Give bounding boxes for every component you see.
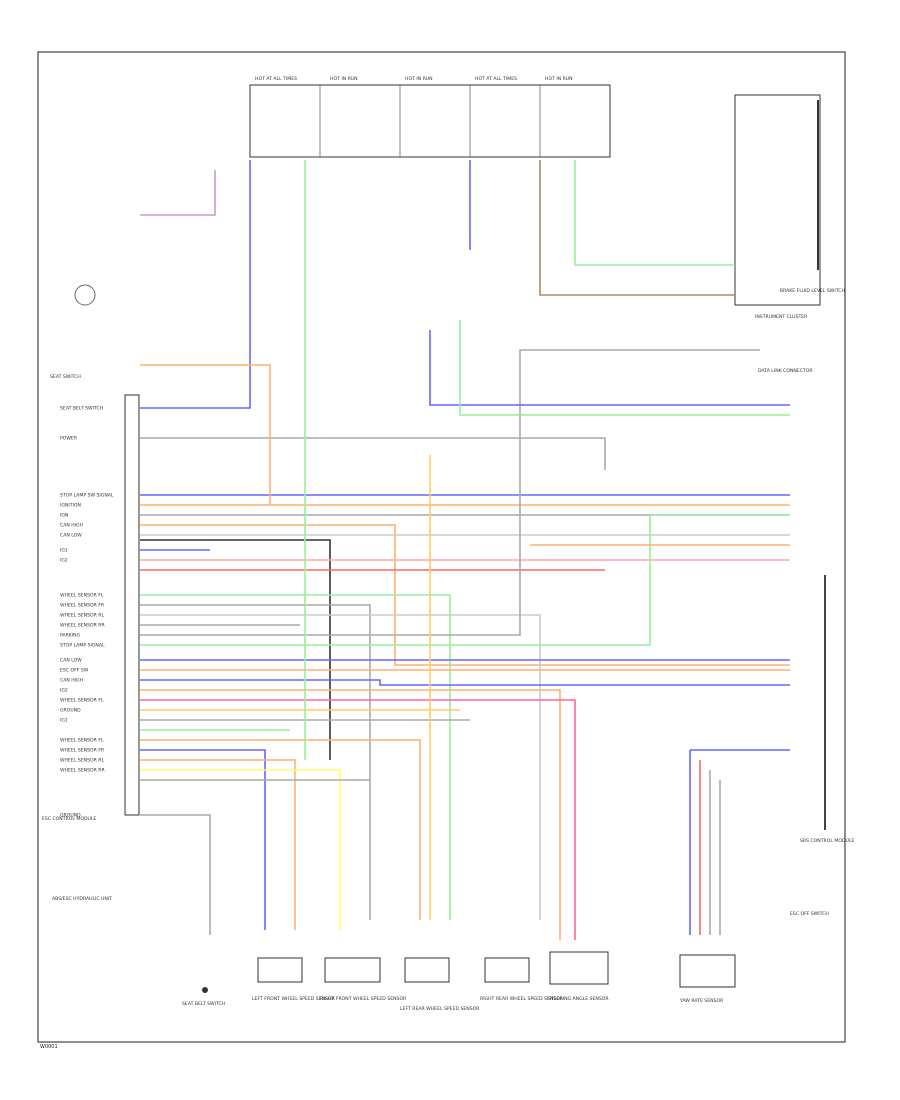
seat-switch-icon <box>74 284 96 306</box>
right-label-srs: SRS CONTROL MODULE <box>800 838 854 844</box>
fuse-block <box>249 84 611 158</box>
bottom-label-steering: STEERING ANGLE SENSOR <box>548 996 609 1002</box>
left-rear-sensor-box <box>404 957 450 983</box>
right-label-esc-off: ESC OFF SWITCH <box>790 911 829 917</box>
steering-angle-sensor-box <box>549 951 609 985</box>
left-pin-label: WHEEL SENSOR FR <box>60 603 105 609</box>
bottom-label-seat-belt-switch: SEAT BELT SWITCH <box>182 1001 225 1007</box>
left-pin-label: WHEEL SENSOR RR <box>60 623 105 629</box>
instrument-cluster-box <box>734 94 821 306</box>
left-front-sensor-box <box>257 957 303 983</box>
left-pin-label: GROUND <box>60 813 81 819</box>
left-pin-label: WHEEL SENSOR FL <box>60 593 104 599</box>
bottom-label-lr-sensor: LEFT REAR WHEEL SPEED SENSOR <box>400 1006 480 1012</box>
right-label-data-link: DATA LINK CONNECTOR <box>758 368 813 374</box>
left-pin-label: ESC OFF SW <box>60 668 89 674</box>
left-pin-label: STOP LAMP SIGNAL <box>60 643 105 649</box>
left-pin-label: WHEEL SENSOR RL <box>60 613 104 619</box>
left-pin-label: POWER <box>60 436 78 442</box>
left-pin-label: CAN LOW <box>60 533 82 539</box>
left-pin-label: IGNITION <box>60 503 81 509</box>
bottom-label-rr-sensor: RIGHT REAR WHEEL SPEED SENSOR <box>480 996 564 1002</box>
left-pin-label: WHEEL SENSOR FR <box>60 748 105 754</box>
esc-module-label: ESC CONTROL MODULE <box>42 816 96 822</box>
right-front-sensor-box <box>324 957 381 983</box>
left-pin-label: CAN LOW <box>60 658 82 664</box>
ground-point <box>202 987 208 993</box>
left-pin-label: IG1 <box>60 718 68 724</box>
left-pin-label: IG1 <box>60 548 68 554</box>
left-pin-label: WHEEL SENSOR FL <box>60 698 104 704</box>
fuse-label-1: HOT AT ALL TIMES <box>255 76 297 82</box>
instrument-cluster-label: INSTRUMENT CLUSTER <box>755 314 808 320</box>
left-pin-label: WHEEL SENSOR RL <box>60 758 104 764</box>
left-pin-label: PARKING <box>60 633 81 639</box>
left-pin-labels: SEAT BELT SWITCH POWER STOP LAMP SW SIGNAL… <box>60 406 114 819</box>
fuse-label-4: HOT AT ALL TIMES <box>475 76 517 82</box>
page-label: W0001 <box>40 1044 58 1050</box>
right-label-brake-fluid: BRAKE FLUID LEVEL SWITCH <box>780 288 845 294</box>
left-pin-label: GROUND <box>60 708 81 714</box>
left-pin-label: IGN <box>60 513 68 519</box>
left-pin-label: WHEEL SENSOR FL <box>60 738 104 744</box>
right-rear-sensor-box <box>484 957 530 983</box>
left-pin-label: CAN HIGH <box>60 523 83 529</box>
yaw-rate-sensor-box <box>679 954 736 988</box>
bottom-label-lf-sensor: LEFT FRONT WHEEL SPEED SENSOR <box>252 996 336 1002</box>
fuse-label-2: HOT IN RUN <box>330 76 358 82</box>
left-pin-label: IG2 <box>60 558 68 564</box>
esc-module-connector <box>124 394 140 816</box>
left-pin-label: IG2 <box>60 688 68 694</box>
bottom-label-rf-sensor: RIGHT FRONT WHEEL SPEED SENSOR <box>320 996 407 1002</box>
bottom-label-yaw: YAW RATE SENSOR <box>679 998 724 1004</box>
left-pin-label: SEAT BELT SWITCH <box>60 406 103 412</box>
diagram-frame <box>37 51 846 1043</box>
seat-switch-label: SEAT SWITCH <box>50 374 81 380</box>
wire-group <box>140 160 790 940</box>
left-pin-label: CAN HIGH <box>60 678 83 684</box>
left-pin-label: WHEEL SENSOR RR <box>60 768 105 774</box>
left-pin-label: STOP LAMP SW SIGNAL <box>60 493 114 499</box>
fuse-label-5: HOT IN RUN <box>545 76 573 82</box>
fuse-label-3: HOT IN RUN <box>405 76 433 82</box>
esc-note-label: ABS/ESC HYDRAULIC UNIT <box>52 896 112 902</box>
